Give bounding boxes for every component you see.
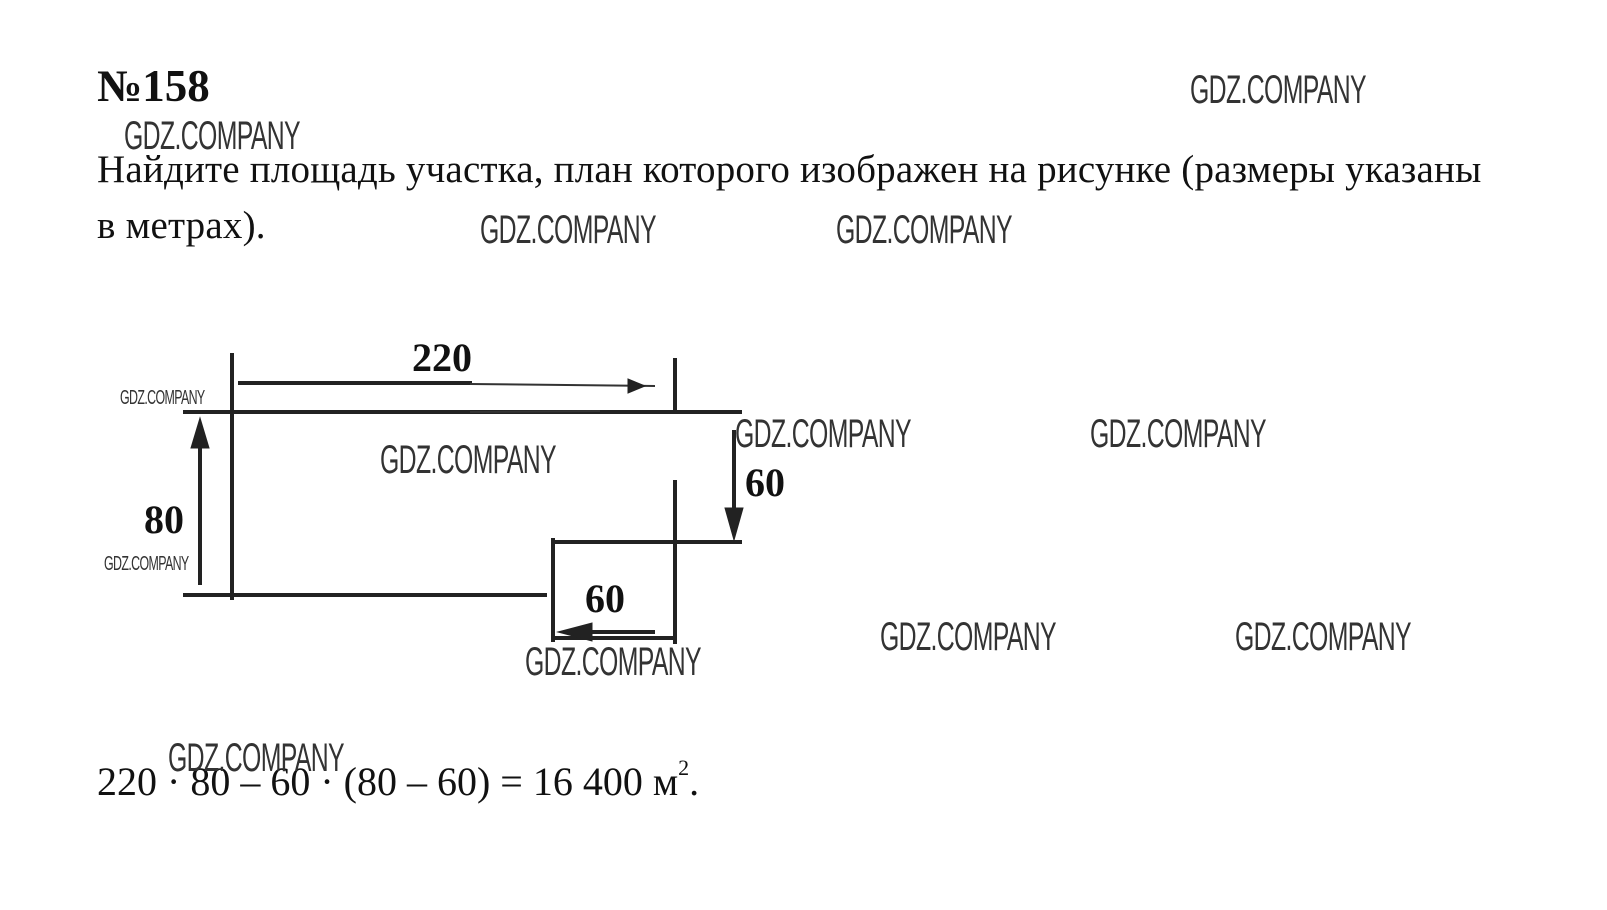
- watermark: GDZ.COMPANY: [380, 438, 557, 482]
- dimension-arrow-60-head: [724, 507, 744, 542]
- dimension-arrow-220-head: [627, 378, 647, 394]
- solution-line: 220 · 80 – 60 · (80 – 60) = 16 400 м2.: [97, 757, 700, 804]
- watermark: GDZ.COMPANY: [104, 553, 189, 575]
- problem-statement: Найдите площадь участка, план которого и…: [97, 148, 1482, 247]
- dimension-arrow-60b-head: [556, 622, 593, 642]
- watermark: GDZ.COMPANY: [1090, 412, 1267, 456]
- solution-expression: 220 · 80 – 60 · (80 – 60) = 16 400 м: [97, 759, 679, 804]
- solution-period: .: [689, 759, 700, 804]
- solution-exponent: 2: [678, 755, 690, 780]
- watermark: GDZ.COMPANY: [836, 208, 1013, 252]
- watermark: GDZ.COMPANY: [1190, 68, 1367, 112]
- problem-number: №158: [97, 61, 210, 111]
- label-60-bottom: 60: [585, 576, 625, 621]
- watermark: GDZ.COMPANY: [480, 208, 657, 252]
- watermark: GDZ.COMPANY: [1235, 615, 1412, 659]
- watermark: GDZ.COMPANY: [120, 387, 205, 409]
- dimension-arrow-80-head: [190, 416, 210, 449]
- label-220: 220: [412, 335, 472, 380]
- watermark: GDZ.COMPANY: [525, 640, 702, 684]
- watermark: GDZ.COMPANY: [880, 615, 1057, 659]
- dimension-line-220-faint: [469, 383, 656, 387]
- label-80: 80: [144, 497, 184, 542]
- label-60-right: 60: [745, 460, 785, 505]
- watermark: GDZ.COMPANY: [124, 114, 301, 158]
- dimension-line-top-faint: [469, 410, 601, 413]
- watermark: GDZ.COMPANY: [735, 412, 912, 456]
- watermark: GDZ.COMPANY: [168, 736, 345, 780]
